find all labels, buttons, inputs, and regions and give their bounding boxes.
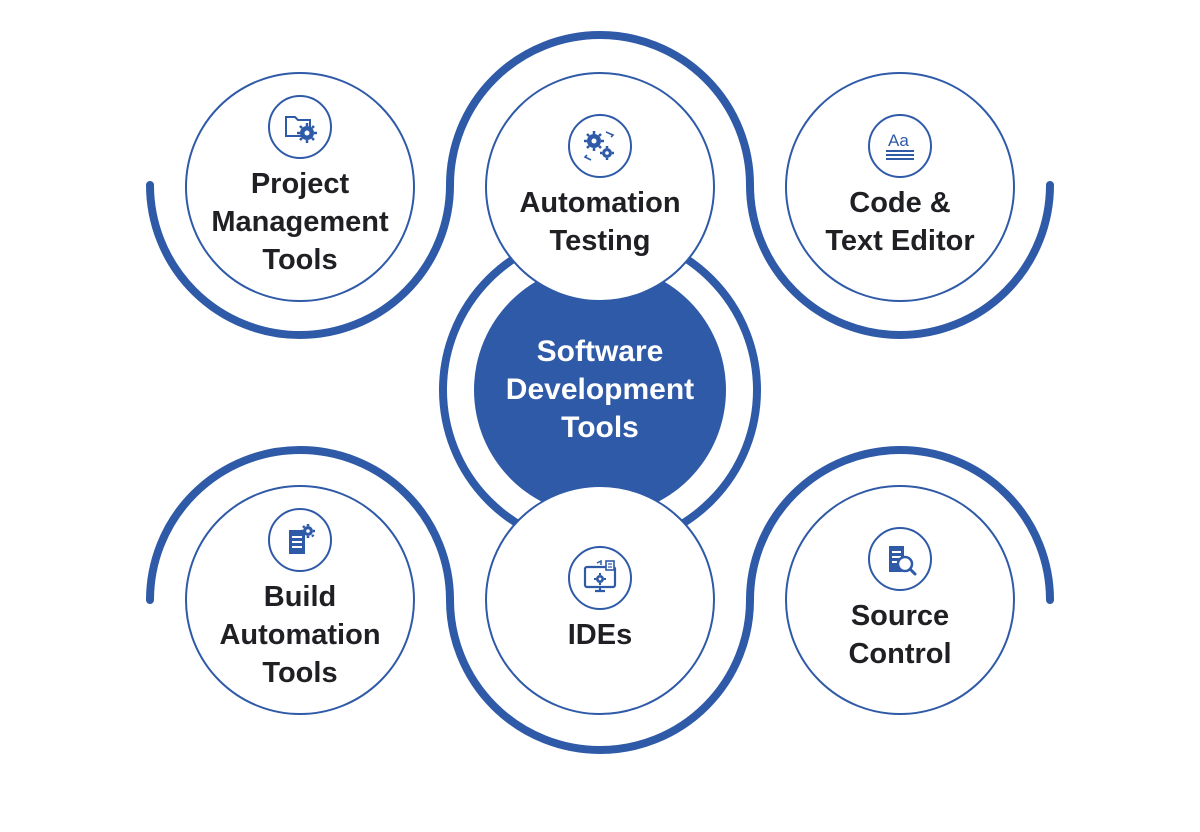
- node-source-control: Source Control: [785, 485, 1015, 715]
- node-automation-testing: Automation Testing: [485, 72, 715, 302]
- document-search-icon: [868, 527, 932, 591]
- node-code-text-editor: Aa Code & Text Editor: [785, 72, 1015, 302]
- svg-text:Aa: Aa: [888, 131, 909, 150]
- node-project-management: Project Management Tools: [185, 72, 415, 302]
- node-source-control-label: Source Control: [848, 600, 952, 670]
- center-hub: Software Development Tools: [474, 264, 726, 516]
- node-ides-label: IDEs: [567, 619, 633, 651]
- gears-cycle-icon: [568, 114, 632, 178]
- folder-gear-icon: [268, 95, 332, 159]
- node-project-management-label: Project Management Tools: [211, 168, 389, 276]
- node-build-automation-label: Build Automation Tools: [219, 581, 381, 689]
- monitor-gear-icon: [568, 546, 632, 610]
- center-hub-label: Software Development Tools: [505, 335, 695, 444]
- node-build-automation: Build Automation Tools: [185, 485, 415, 715]
- node-code-text-editor-label: Code & Text Editor: [825, 187, 975, 257]
- document-gear-icon: [268, 508, 332, 572]
- text-editor-icon: Aa: [868, 114, 932, 178]
- node-automation-testing-label: Automation Testing: [519, 187, 681, 257]
- node-ides: IDEs: [485, 485, 715, 715]
